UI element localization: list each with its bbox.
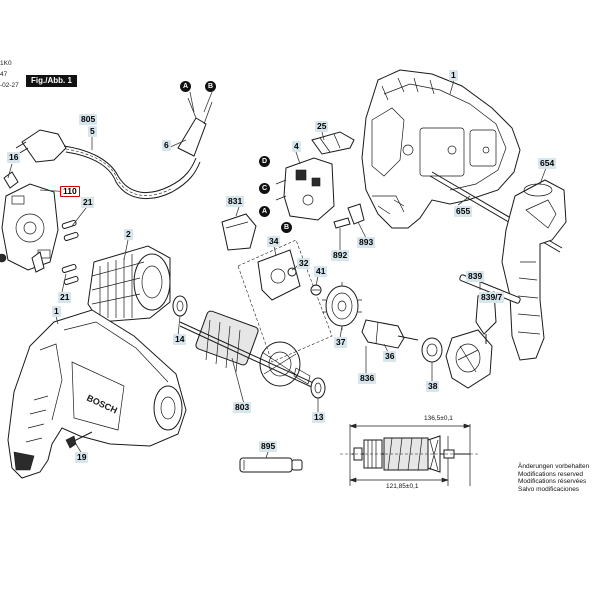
bearing-14-drawing — [172, 295, 188, 317]
document-date: -02-27 — [0, 82, 19, 89]
note-line: Salvo modificaciones — [518, 485, 580, 493]
callout-part[interactable]: 41 — [314, 266, 328, 277]
auxiliary-handle-drawing — [501, 179, 567, 361]
pins-drawing — [333, 203, 365, 229]
connection-marker-c: C — [259, 183, 270, 194]
rocker-831-drawing — [221, 213, 257, 251]
dimension-overall-length: 136,5±0,1 — [424, 415, 453, 422]
callout-part[interactable]: 839 — [466, 271, 485, 282]
callout-part[interactable]: 16 — [7, 152, 21, 163]
callout-part[interactable]: 34 — [267, 236, 281, 247]
connection-marker-d: D — [259, 156, 270, 167]
callout-part[interactable]: 38 — [426, 381, 440, 392]
connection-marker-b: B — [205, 81, 216, 92]
dimension-core-length: 121,85±0,1 — [386, 483, 419, 490]
callout-part[interactable]: 836 — [358, 373, 377, 384]
callout-part[interactable]: 21 — [81, 197, 95, 208]
clip-25-drawing — [311, 131, 355, 155]
callout-part[interactable]: 839/7 — [479, 292, 505, 303]
stator-drawing — [87, 245, 171, 323]
callout-part[interactable]: 21 — [58, 292, 72, 303]
document-mark: 47 — [0, 71, 8, 78]
callout-part[interactable]: 831 — [226, 196, 245, 207]
callout-part[interactable]: 6 — [162, 140, 171, 151]
housing-half-drawing — [361, 69, 521, 229]
callout-part[interactable]: 32 — [297, 258, 311, 269]
callout-part[interactable]: 25 — [315, 121, 329, 132]
callout-part[interactable]: 13 — [312, 412, 326, 423]
tube-895-drawing — [239, 457, 303, 473]
callout-part[interactable]: 655 — [454, 206, 473, 217]
brush-holder-plate-drawing — [0, 171, 59, 273]
note-line: Modifications reserved — [518, 470, 584, 478]
callout-part-highlighted[interactable]: 110 — [60, 186, 80, 197]
bearing-13-drawing — [310, 377, 326, 399]
note-line: Änderungen vorbehalten — [518, 463, 590, 470]
callout-part[interactable]: 1 — [449, 70, 458, 81]
callout-part[interactable]: 803 — [233, 402, 252, 413]
modification-notes: Änderungen vorbehalten Modifications res… — [518, 463, 589, 493]
callout-part[interactable]: 5 — [88, 126, 97, 137]
spindle-36-drawing — [361, 319, 419, 349]
callout-part[interactable]: 1 — [52, 306, 61, 317]
chuck-drawing — [421, 329, 493, 389]
armature-drawing — [179, 310, 321, 391]
note-line: Modifications réservées — [518, 478, 587, 486]
callout-part[interactable]: 654 — [538, 158, 557, 169]
connection-marker-a: A — [180, 81, 191, 92]
gear-37-drawing — [322, 282, 362, 330]
brush-pins-drawing — [61, 219, 79, 285]
callout-part[interactable]: 2 — [124, 229, 133, 240]
callout-part[interactable]: 19 — [75, 452, 89, 463]
figure-label: Fig./Abb. 1 — [26, 75, 77, 87]
connection-marker-b: B — [281, 222, 292, 233]
document-code: 1K0 — [0, 60, 12, 67]
callout-part[interactable]: 892 — [331, 250, 350, 261]
connection-marker-a: A — [259, 206, 270, 217]
power-cord-drawing — [15, 97, 213, 200]
callout-part[interactable]: 895 — [259, 441, 278, 452]
callout-part[interactable]: 37 — [334, 337, 348, 348]
callout-part[interactable]: 4 — [292, 141, 301, 152]
switch-drawing — [275, 157, 335, 221]
callout-part[interactable]: 805 — [79, 114, 98, 125]
callout-part[interactable]: 36 — [383, 351, 397, 362]
armature-dimension-drawing — [340, 423, 480, 486]
callout-part[interactable]: 893 — [357, 237, 376, 248]
callout-part[interactable]: 14 — [173, 334, 187, 345]
drill-body-drawing: BOSCH — [7, 309, 187, 479]
